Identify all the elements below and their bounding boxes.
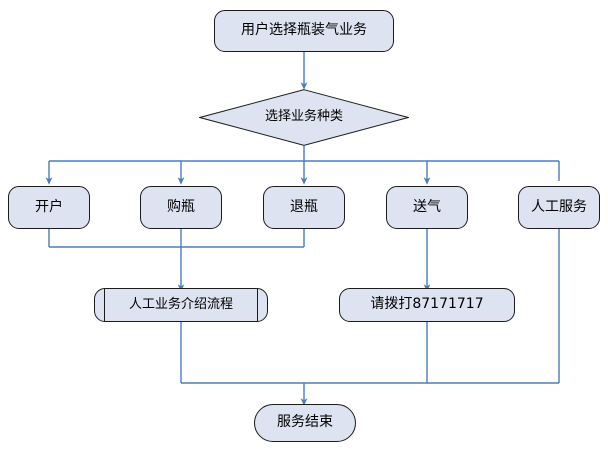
- node-start[interactable]: 用户选择瓶装气业务: [214, 10, 394, 52]
- node-buy-bottle-label: 购瓶: [167, 198, 195, 215]
- node-deliver-gas-label: 送气: [413, 198, 441, 215]
- node-open-account[interactable]: 开户: [8, 186, 90, 229]
- node-buy-bottle[interactable]: 购瓶: [140, 186, 222, 229]
- node-open-account-label: 开户: [35, 198, 63, 215]
- node-manual-intro[interactable]: 人工业务介绍流程: [94, 288, 268, 322]
- node-manual-intro-label: 人工业务介绍流程: [128, 296, 233, 312]
- node-call-number-label: 请拨打87171717: [370, 296, 484, 313]
- node-manual-service-label: 人工服务: [531, 198, 587, 215]
- node-start-label: 用户选择瓶装气业务: [241, 22, 367, 39]
- node-deliver-gas[interactable]: 送气: [386, 186, 468, 229]
- node-end-label: 服务结束: [277, 414, 333, 431]
- node-decision[interactable]: 选择业务种类: [199, 89, 409, 146]
- node-return-bottle-label: 退瓶: [290, 198, 318, 215]
- node-manual-service[interactable]: 人工服务: [518, 186, 600, 229]
- node-return-bottle[interactable]: 退瓶: [263, 186, 345, 229]
- node-decision-label: 选择业务种类: [264, 109, 343, 125]
- node-end[interactable]: 服务结束: [254, 404, 356, 442]
- node-call-number[interactable]: 请拨打87171717: [339, 288, 515, 322]
